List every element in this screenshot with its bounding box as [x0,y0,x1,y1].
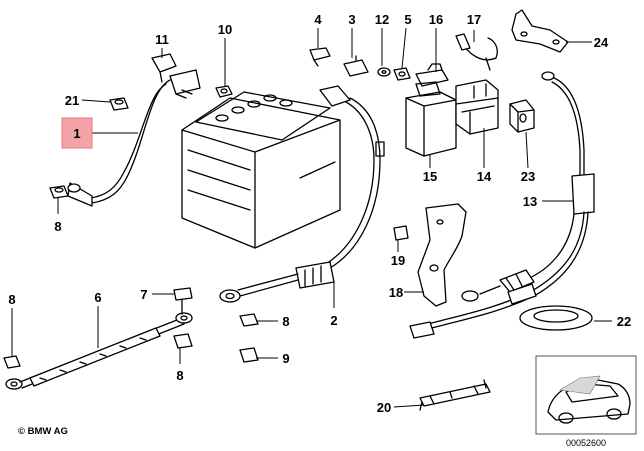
part-label-2[interactable]: 2 [330,313,337,328]
bolt-7 [173,287,193,315]
part-label-14[interactable]: 14 [477,169,492,184]
part-label-7[interactable]: 7 [140,287,147,302]
part-label-15[interactable]: 15 [423,169,437,184]
nut-19 [393,225,409,241]
leader-lines [11,27,612,408]
part-label-5[interactable]: 5 [404,12,411,27]
cover-15 [405,81,457,157]
part-label-10[interactable]: 10 [218,22,232,37]
part-1-highlight [61,117,93,149]
part-label-21[interactable]: 21 [65,93,79,108]
part-label-4[interactable]: 4 [314,12,322,27]
rubber-washer-22 [519,305,593,331]
part-label-11[interactable]: 11 [155,32,169,47]
nut-8-right [239,313,259,327]
terminal-3 [343,55,369,77]
washer-12 [377,67,391,77]
vehicle-thumbnail [535,355,637,435]
part-label-8-right[interactable]: 8 [282,314,289,329]
nut-21 [109,97,129,111]
nut-10 [215,85,233,98]
part-label-3[interactable]: 3 [348,12,355,27]
part-label-9[interactable]: 9 [282,351,289,366]
nut-5 [393,67,411,81]
battery [181,91,341,249]
part-label-12[interactable]: 12 [375,12,389,27]
clip-20 [419,379,491,411]
nut-9 [239,347,259,363]
copyright-text: © BMW AG [18,426,68,437]
part-label-8-lower-left[interactable]: 8 [8,292,15,307]
positive-battery-cable [219,85,385,303]
part-label-23[interactable]: 23 [521,169,535,184]
insulator-23 [509,99,535,133]
bolt-4 [309,47,331,67]
negative-battery-cable [67,69,201,207]
part-label-19[interactable]: 19 [391,253,405,268]
terminal-clamp-11 [151,53,177,83]
part-label-24[interactable]: 24 [594,35,609,50]
bracket-18 [417,203,467,307]
part-label-8-upper-left[interactable]: 8 [54,219,61,234]
part-label-13[interactable]: 13 [523,194,537,209]
part-label-18[interactable]: 18 [389,285,403,300]
part-label-6[interactable]: 6 [94,290,101,305]
bracket-24 [511,9,569,53]
part-label-17[interactable]: 17 [467,12,481,27]
terminal-holder-14 [455,79,499,135]
nut-8-lower-left [3,355,21,369]
positive-cable-13 [409,71,595,339]
nut-8-mid [173,333,193,349]
ground-strap-6 [5,312,193,390]
part-label-16[interactable]: 16 [429,12,443,27]
nut-8-left [49,185,69,199]
part-label-22[interactable]: 22 [617,314,631,329]
part-label-8-middle[interactable]: 8 [176,368,183,383]
part-label-1[interactable]: 1 [73,126,80,141]
part-label-20[interactable]: 20 [377,400,391,415]
part-number-labels: 1 2 3 4 5 6 7 8 8 8 8 9 10 11 12 13 14 1… [8,12,631,415]
catalog-number: 00052600 [566,438,606,448]
cable-tie-17 [455,33,498,71]
